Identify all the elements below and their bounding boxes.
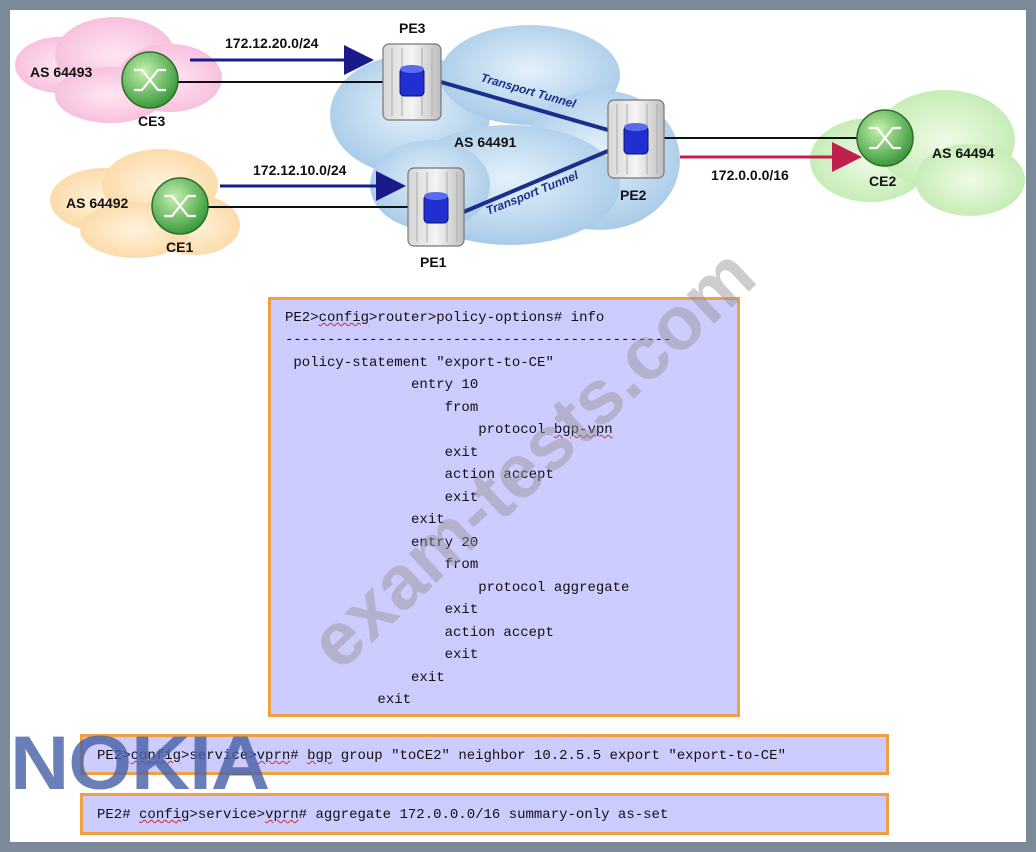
router-pe3-icon <box>382 43 442 121</box>
config-line: action accept <box>285 625 554 641</box>
node-label-pe3: PE3 <box>399 20 426 36</box>
config-line: exit <box>285 512 445 528</box>
router-ce3-icon <box>121 51 179 109</box>
prefix-label-ce2: 172.0.0.0/16 <box>711 167 789 183</box>
as-label-64494: AS 64494 <box>932 145 994 161</box>
nokia-logo: NOKIA <box>10 721 270 806</box>
router-pe1-icon <box>407 167 465 247</box>
config-line: PE2>config>router>policy-options# info <box>285 310 605 326</box>
config-line: exit <box>285 692 412 708</box>
as-label-64493: AS 64493 <box>30 64 92 80</box>
config-line: exit <box>285 647 479 663</box>
config-line: exit <box>285 602 479 618</box>
node-label-ce3: CE3 <box>138 113 165 129</box>
router-ce1-icon <box>151 177 209 235</box>
node-label-pe1: PE1 <box>420 254 447 270</box>
node-label-ce1: CE1 <box>166 239 193 255</box>
config-line: protocol bgp-vpn <box>285 422 613 438</box>
config-line: exit <box>285 490 479 506</box>
config-line: protocol aggregate <box>285 580 630 596</box>
config-line: exit <box>285 670 445 686</box>
config-line: ----------------------------------------… <box>285 332 672 348</box>
aggregate-command: PE2# config>service>vprn# aggregate 172.… <box>97 807 669 823</box>
config-line: exit <box>285 445 479 461</box>
bgp-command: PE2>config>service>vprn# bgp group "toCE… <box>97 748 786 764</box>
config-line: action accept <box>285 467 554 483</box>
policy-config-box: PE2>config>router>policy-options# info -… <box>268 297 740 717</box>
bgp-command-box: PE2>config>service>vprn# bgp group "toCE… <box>80 734 889 775</box>
prefix-label-ce1: 172.12.10.0/24 <box>253 162 347 178</box>
aggregate-command-box: PE2# config>service>vprn# aggregate 172.… <box>80 793 889 835</box>
tunnel-pe3-pe2 <box>433 78 616 134</box>
config-line: from <box>285 400 479 416</box>
network-diagram: AS 64493 AS 64492 AS 64491 AS 64494 CE3 … <box>15 17 1025 270</box>
figure-frame: AS 64493 AS 64492 AS 64491 AS 64494 CE3 … <box>10 10 1026 842</box>
prefix-label-ce3: 172.12.20.0/24 <box>225 35 319 51</box>
node-label-pe2: PE2 <box>620 187 647 203</box>
config-line: entry 10 <box>285 377 479 393</box>
router-ce2-icon <box>856 109 914 167</box>
as-label-64491: AS 64491 <box>454 134 516 150</box>
config-line: entry 20 <box>285 535 479 551</box>
as-label-64492: AS 64492 <box>66 195 128 211</box>
router-pe2-icon <box>607 99 665 179</box>
node-label-ce2: CE2 <box>869 173 896 189</box>
config-line: from <box>285 557 479 573</box>
tunnel-pe1-pe2 <box>453 146 616 218</box>
config-line: policy-statement "export-to-CE" <box>285 355 554 371</box>
